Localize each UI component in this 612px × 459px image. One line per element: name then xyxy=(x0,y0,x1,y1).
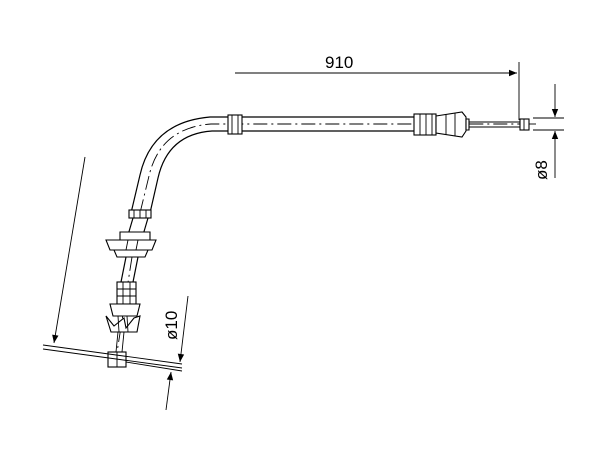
right-end-fitting xyxy=(227,111,536,138)
dimension-length-label: 910 xyxy=(325,53,353,72)
left-end-fitting xyxy=(105,209,157,368)
dimension-length: 910 xyxy=(235,53,520,120)
dimension-diameter-right-label: ø8 xyxy=(532,160,551,180)
dimension-curve-height xyxy=(52,156,86,344)
dimension-diameter-left: ø10 xyxy=(42,295,189,411)
cable-sheath xyxy=(130,116,520,214)
dimension-diameter-right: ø8 xyxy=(532,84,564,180)
dimension-diameter-left-label: ø10 xyxy=(162,311,181,340)
